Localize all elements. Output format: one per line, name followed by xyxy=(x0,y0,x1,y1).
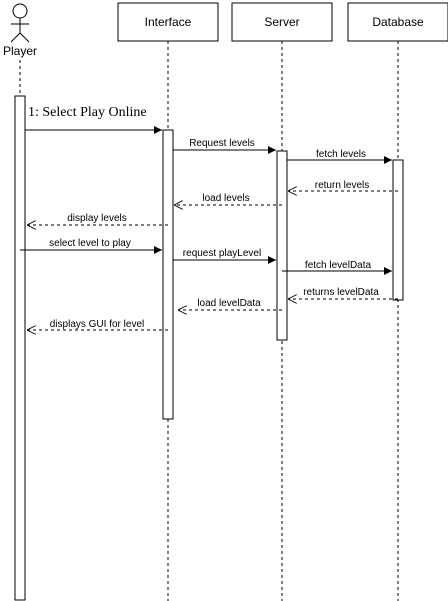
message-load-leveldata: load levelData xyxy=(178,298,282,310)
interface-header: Interface xyxy=(117,2,219,42)
player-label: Player xyxy=(3,44,37,58)
message-returns-leveldata: returns levelData xyxy=(288,287,398,299)
message-label: returns levelData xyxy=(303,287,379,298)
message-label: request playLevel xyxy=(183,248,261,259)
message-return-levels: return levels xyxy=(288,180,398,191)
message-label: fetch levelData xyxy=(305,260,372,271)
message-label: return levels xyxy=(315,180,369,191)
database-activation xyxy=(392,159,404,301)
actor-head xyxy=(12,3,28,19)
actor-left-leg xyxy=(10,32,21,43)
server-header: Server xyxy=(231,2,333,42)
message-request-levels: Request levels xyxy=(173,138,276,154)
message-label: select level to play xyxy=(49,238,131,249)
message-load-levels: load levels xyxy=(174,193,282,205)
message-select-level-to-play: select level to play xyxy=(20,238,162,254)
message-label: load levels xyxy=(202,193,249,204)
message-label: fetch levels xyxy=(316,149,366,160)
message-label: Request levels xyxy=(189,138,255,149)
message-request-playlevel: request playLevel xyxy=(173,248,276,264)
message-display-levels: display levels xyxy=(27,213,168,225)
message-fetch-levels: fetch levels xyxy=(287,149,392,164)
interface-label: Interface xyxy=(145,15,192,29)
database-header: Database xyxy=(347,2,448,42)
server-label: Server xyxy=(264,15,299,29)
message-label: displays GUI for level xyxy=(50,319,144,330)
actor-right-leg xyxy=(19,32,30,43)
database-label: Database xyxy=(372,15,424,29)
message-label: load levelData xyxy=(197,298,261,309)
server-activation xyxy=(276,150,288,341)
message-select-play-online: 1: Select Play Online xyxy=(25,105,162,134)
message-fetch-leveldata: fetch levelData xyxy=(282,260,392,275)
message-label: 1: Select Play Online xyxy=(28,105,147,120)
message-displays-gui: displays GUI for level xyxy=(27,319,168,330)
interface-activation xyxy=(162,129,174,420)
player-activation xyxy=(14,95,26,601)
message-label: display levels xyxy=(67,213,126,224)
player-actor: Player xyxy=(3,3,37,58)
